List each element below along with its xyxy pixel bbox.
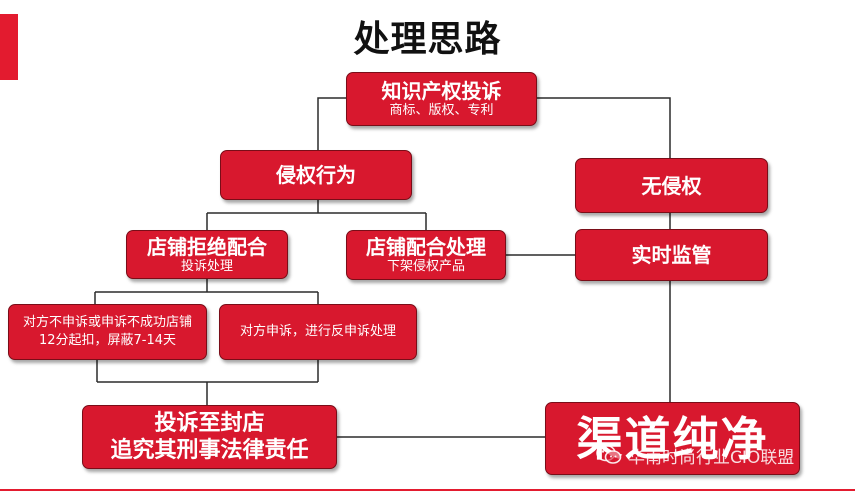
node-realtime-monitor-title: 实时监管 bbox=[631, 243, 712, 267]
node-no-appeal-line1: 对方不申诉或申诉不成功店铺 bbox=[22, 315, 192, 330]
node-clean-channel: 渠道纯净 bbox=[545, 402, 800, 475]
watermark-text: 华南时尚行业CIO联盟 bbox=[628, 447, 795, 468]
node-store-cooperate-sub: 下架侵权产品 bbox=[386, 259, 465, 274]
diagram-title: 处理思路 bbox=[353, 19, 502, 60]
node-appeal-text: 对方申诉，进行反申诉处理 bbox=[239, 324, 396, 339]
node-store-refuse-title: 店铺拒绝配合 bbox=[147, 234, 267, 259]
wechat-icon bbox=[596, 444, 622, 464]
node-no-appeal-line2: 12分起扣，屏蔽7-14天 bbox=[38, 333, 177, 348]
node-store-refuse: 店铺拒绝配合 投诉处理 bbox=[126, 230, 288, 279]
watermark: 华南时尚行业CIO联盟 bbox=[596, 440, 794, 470]
node-close-store: 投诉至封店 追究其刑事法律责任 bbox=[82, 405, 337, 469]
node-store-cooperate-title: 店铺配合处理 bbox=[366, 235, 486, 259]
node-infringement-title: 侵权行为 bbox=[276, 163, 356, 187]
connector-ip-to-infringement bbox=[317, 97, 346, 150]
node-no-infringement: 无侵权 bbox=[575, 158, 768, 213]
node-ip-complaint-sub: 商标、版权、专利 bbox=[389, 103, 494, 118]
node-no-appeal: 对方不申诉或申诉不成功店铺 12分起扣，屏蔽7-14天 bbox=[8, 304, 207, 360]
node-ip-complaint-title: 知识产权投诉 bbox=[381, 79, 502, 103]
accent-bar bbox=[0, 14, 18, 80]
node-appeal: 对方申诉，进行反申诉处理 bbox=[219, 304, 417, 360]
connector-ip-to-no-infringement bbox=[537, 97, 671, 158]
bottom-divider bbox=[0, 489, 855, 491]
node-store-cooperate: 店铺配合处理 下架侵权产品 bbox=[346, 230, 506, 280]
node-store-refuse-sub: 投诉处理 bbox=[180, 258, 233, 274]
node-realtime-monitor: 实时监管 bbox=[575, 229, 768, 281]
node-ip-complaint: 知识产权投诉 商标、版权、专利 bbox=[346, 72, 537, 126]
node-no-infringement-title: 无侵权 bbox=[641, 173, 702, 198]
node-close-store-line2: 追究其刑事法律责任 bbox=[110, 438, 309, 463]
node-infringement: 侵权行为 bbox=[220, 150, 412, 200]
node-close-store-line1: 投诉至封店 bbox=[154, 411, 265, 436]
